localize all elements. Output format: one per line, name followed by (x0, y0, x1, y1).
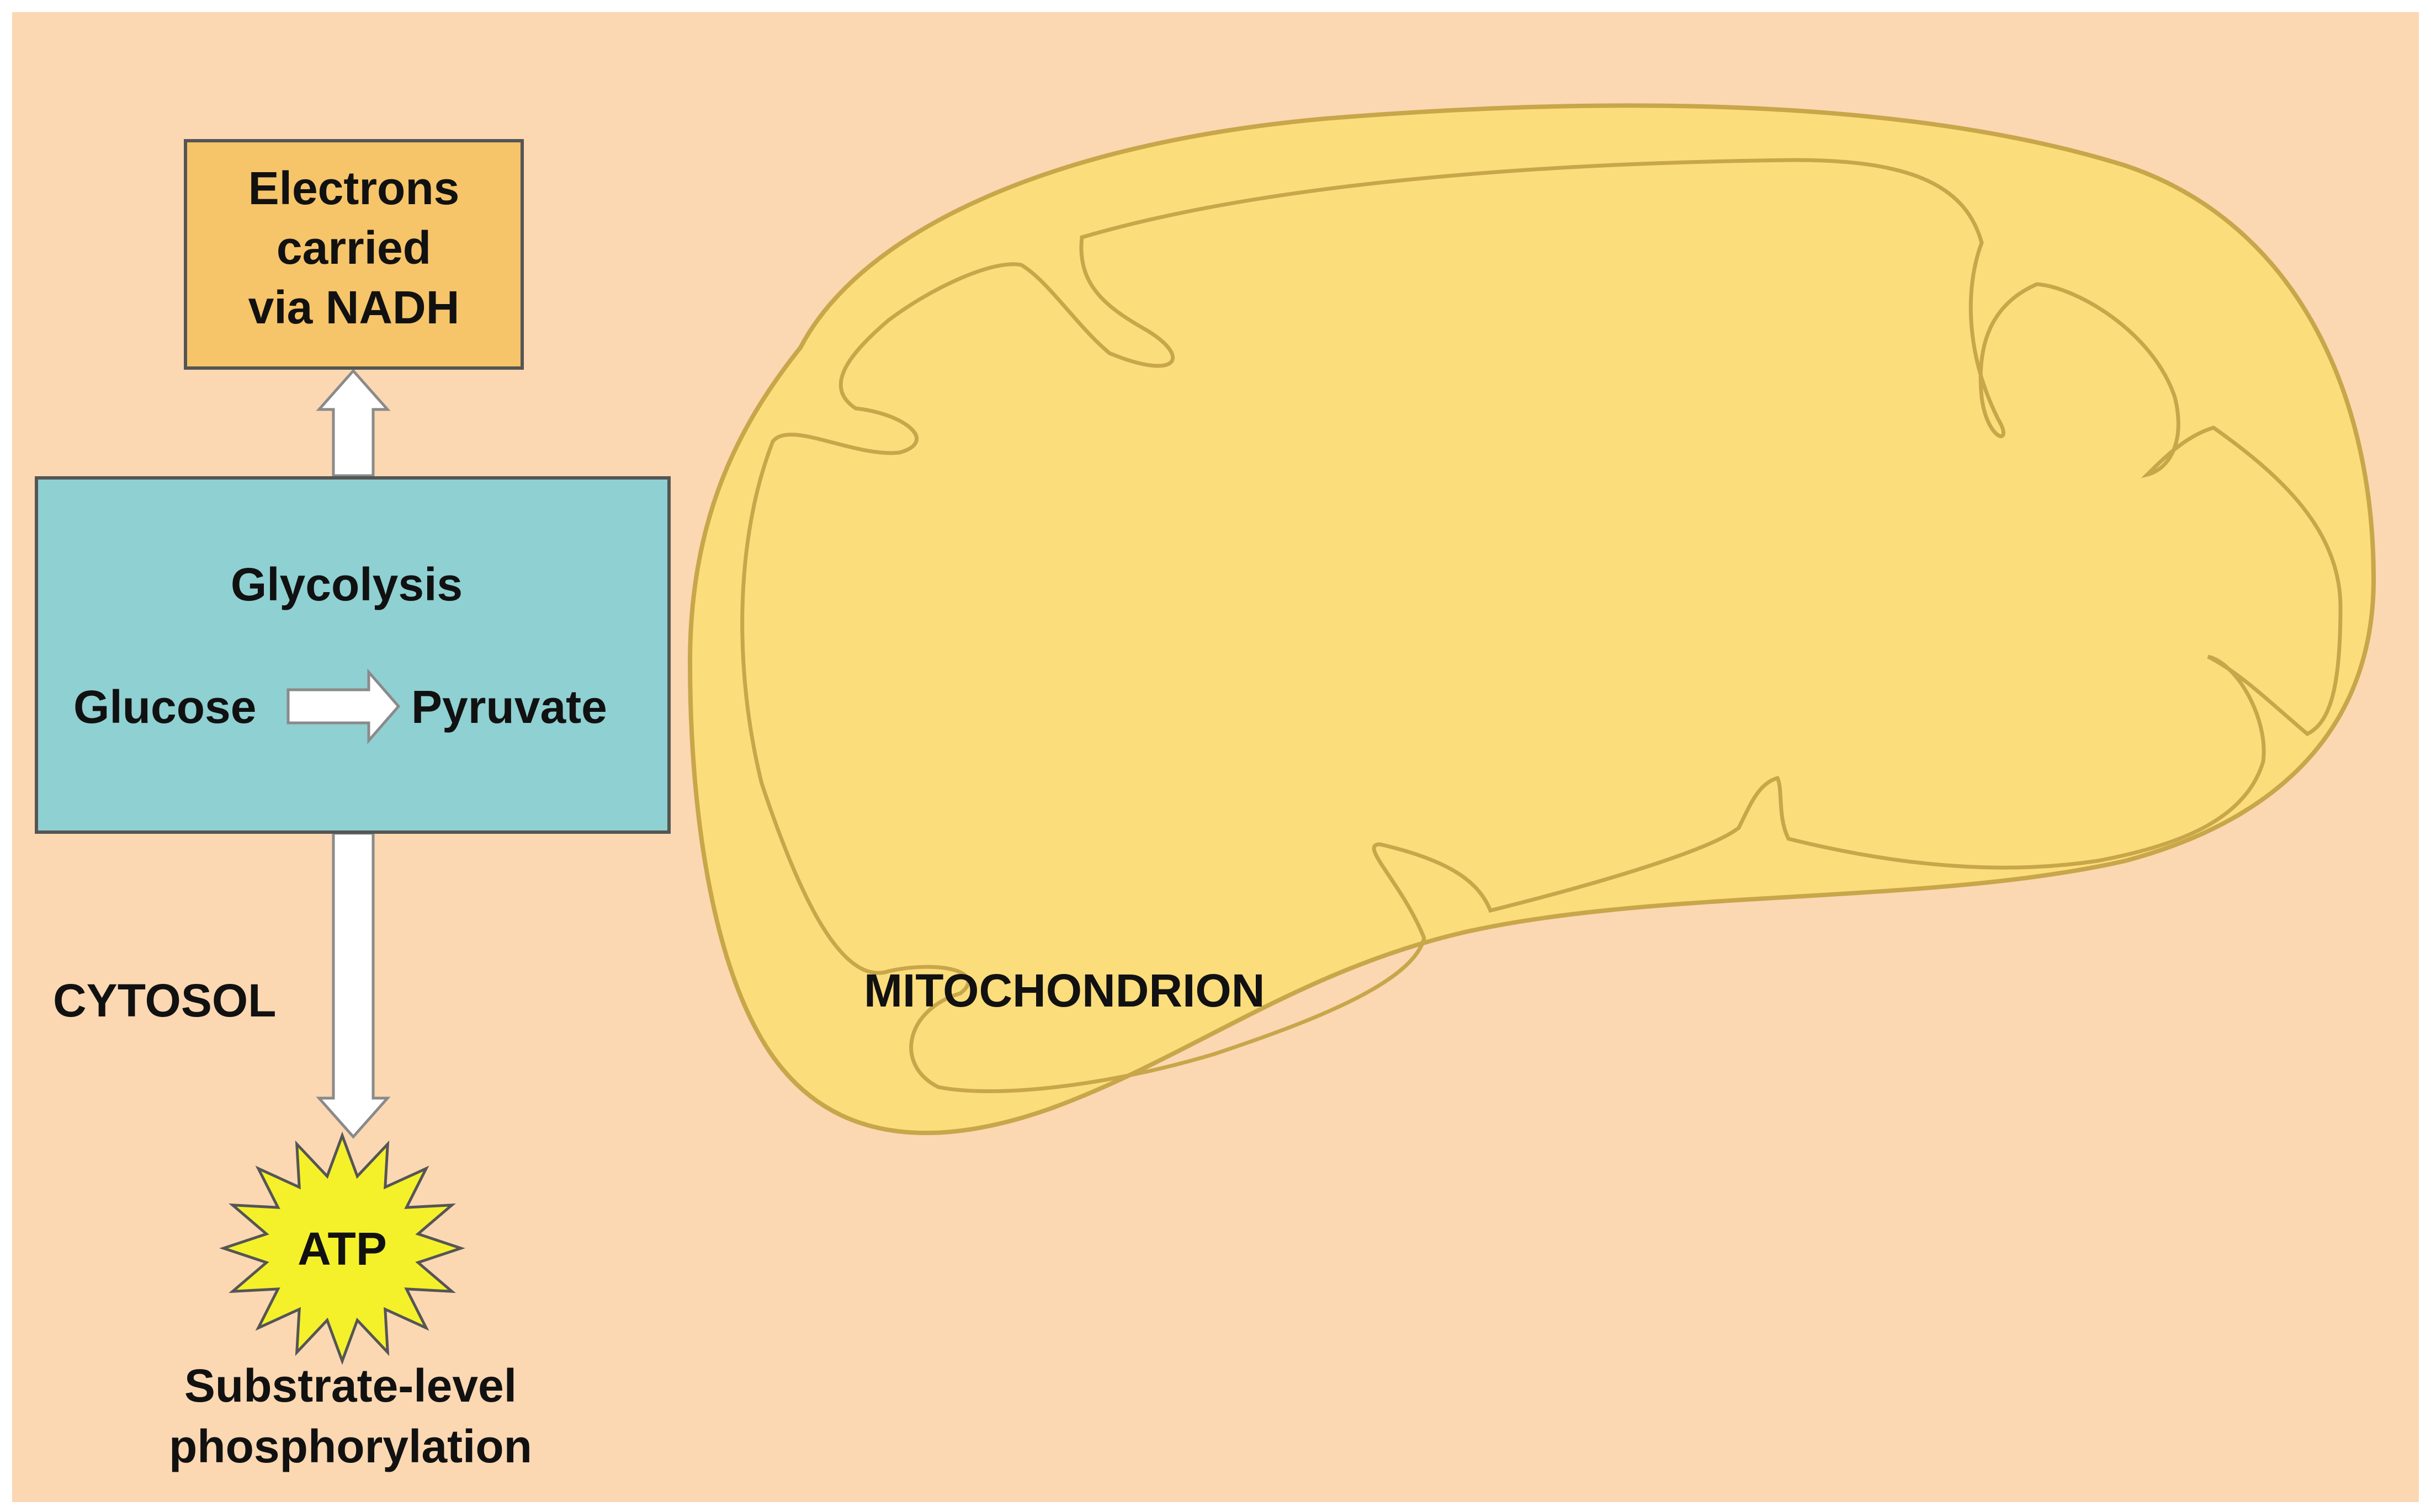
glycolysis-title: Glycolysis (231, 558, 463, 610)
glucose-label: Glucose (73, 681, 256, 733)
electrons-box-line1: Electrons (248, 162, 460, 214)
electrons-box-line3: via NADH (248, 281, 460, 333)
atp-label: ATP (298, 1223, 387, 1275)
atp-caption-line2: phosphorylation (169, 1420, 532, 1472)
atp-caption-line1: Substrate-level (184, 1360, 517, 1412)
mitochondrion-label: MITOCHONDRION (864, 965, 1265, 1016)
glycolysis-box (36, 478, 669, 832)
pyruvate-label: Pyruvate (411, 681, 607, 733)
cytosol-label: CYTOSOL (53, 975, 277, 1026)
electrons-box-line2: carried (277, 222, 431, 274)
